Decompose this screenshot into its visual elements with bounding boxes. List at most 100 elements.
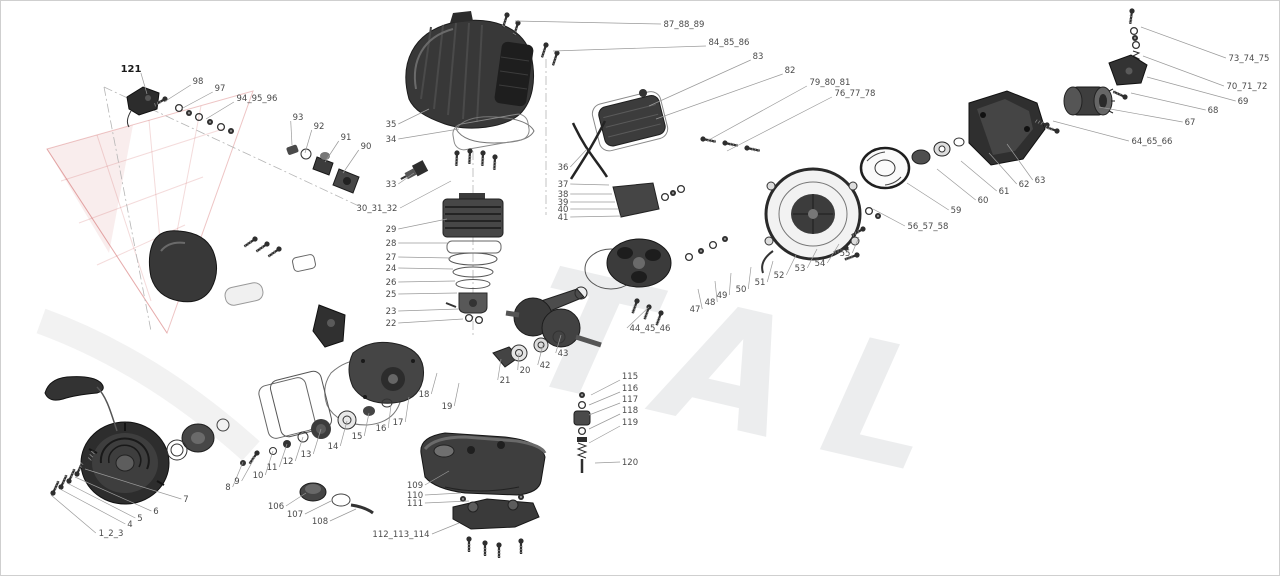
leader-line-73_74_75	[1140, 26, 1227, 59]
part-label-17: 17	[393, 418, 404, 428]
bottom-bracket	[452, 494, 540, 560]
air-cleaner-cover	[148, 230, 264, 306]
leader-line-11	[278, 443, 288, 468]
leader-line-43	[555, 334, 562, 354]
leader-line-35	[398, 108, 430, 125]
part-label-82: 82	[785, 66, 796, 76]
leader-line-70_71_72	[1142, 55, 1225, 87]
part-label-4: 4	[127, 520, 132, 530]
leader-line-110	[424, 492, 462, 496]
recoil-starter	[80, 421, 170, 505]
part-label-27: 27	[386, 253, 397, 263]
part-label-97: 97	[215, 84, 226, 94]
leader-line-6	[74, 476, 152, 512]
leader-line-7	[84, 468, 182, 500]
part-label-34: 34	[386, 135, 397, 145]
leader-line-30_31_32	[399, 180, 452, 209]
leader-line-76_77_78	[726, 96, 833, 152]
part-label-64_65_66: 64_65_66	[1132, 137, 1173, 147]
part-label-16: 16	[376, 424, 387, 434]
leader-line-63	[1006, 143, 1034, 181]
part-label-60: 60	[978, 196, 989, 206]
leader-line-34	[398, 128, 460, 140]
part-label-44_45_46: 44_45_46	[630, 324, 671, 334]
leader-line-12	[294, 436, 304, 462]
part-label-56_57_58: 56_57_58	[908, 222, 949, 232]
part-label-33: 33	[386, 180, 397, 190]
leader-line-106	[285, 492, 307, 507]
part-label-52: 52	[774, 271, 785, 281]
vibration-mount	[573, 392, 591, 473]
leader-line-117	[588, 402, 621, 416]
part-label-15: 15	[352, 432, 363, 442]
part-label-93: 93	[293, 113, 304, 123]
part-label-9: 9	[234, 477, 239, 487]
part-label-112_113_114: 112_113_114	[372, 530, 429, 540]
leader-line-49	[728, 272, 732, 296]
part-label-108: 108	[312, 517, 328, 527]
throttle-bracket	[312, 304, 346, 348]
leader-line-108	[329, 508, 357, 522]
leader-line-52	[785, 254, 797, 276]
ignition-coil	[126, 86, 160, 128]
part-label-24: 24	[386, 264, 397, 274]
leader-line-92	[304, 129, 313, 154]
leader-line-91	[324, 140, 340, 163]
part-label-47: 47	[690, 305, 701, 315]
part-label-116: 116	[622, 384, 638, 394]
part-label-49: 49	[717, 291, 728, 301]
fan-housing	[761, 167, 862, 274]
leader-line-19	[453, 382, 460, 407]
leader-line-68	[1130, 92, 1206, 111]
part-label-119: 119	[622, 418, 638, 428]
part-label-20: 20	[520, 366, 531, 376]
part-label-13: 13	[301, 450, 312, 460]
leader-line-87_88_89	[514, 20, 661, 25]
handle-bracket-fasteners	[1108, 6, 1148, 86]
leader-line-98	[163, 84, 191, 103]
part-label-6: 6	[153, 507, 158, 517]
leader-line-9	[241, 456, 256, 482]
leader-line-4	[59, 488, 126, 525]
leader-line-61	[960, 160, 997, 192]
leader-line-119	[588, 425, 621, 444]
part-label-48: 48	[705, 298, 716, 308]
leader-lines	[50, 20, 1236, 535]
air-filter-assembly	[591, 89, 669, 152]
leader-line-10	[264, 450, 274, 476]
leader-line-48	[714, 280, 718, 303]
leader-line-41	[570, 215, 622, 218]
part-label-54: 54	[815, 259, 826, 269]
part-label-25: 25	[386, 290, 397, 300]
part-label-10: 10	[253, 471, 264, 481]
fuel-tank	[420, 432, 547, 496]
part-label-12: 12	[283, 457, 294, 467]
leader-line-44_45_46	[626, 306, 650, 329]
part-label-67: 67	[1185, 118, 1196, 128]
part-label-37: 37	[558, 180, 569, 190]
fuel-cap	[299, 482, 374, 515]
clutch-assembly	[584, 236, 728, 290]
cylinder-bolts	[452, 147, 499, 172]
part-label-94_95_96: 94_95_96	[237, 94, 278, 104]
part-label-115: 115	[622, 372, 638, 382]
leader-line-51	[766, 260, 774, 283]
leader-line-29	[398, 218, 448, 230]
air-guide-wire	[569, 120, 609, 180]
leader-line-90	[342, 149, 360, 174]
leader-line-84_85_86	[552, 45, 706, 52]
leader-line-112_113_114	[431, 522, 460, 535]
leader-line-69	[1146, 76, 1236, 102]
leader-line-36	[570, 148, 588, 168]
leader-line-25	[398, 292, 458, 295]
part-label-28: 28	[386, 239, 397, 249]
cleaner-fasteners	[241, 234, 316, 272]
part-label-51: 51	[755, 278, 766, 288]
bearing-bracket	[492, 344, 528, 368]
leader-line-109	[424, 470, 450, 486]
part-label-30_31_32: 30_31_32	[357, 204, 398, 214]
part-label-41: 41	[558, 213, 569, 223]
cylinder-gasket	[446, 240, 502, 254]
